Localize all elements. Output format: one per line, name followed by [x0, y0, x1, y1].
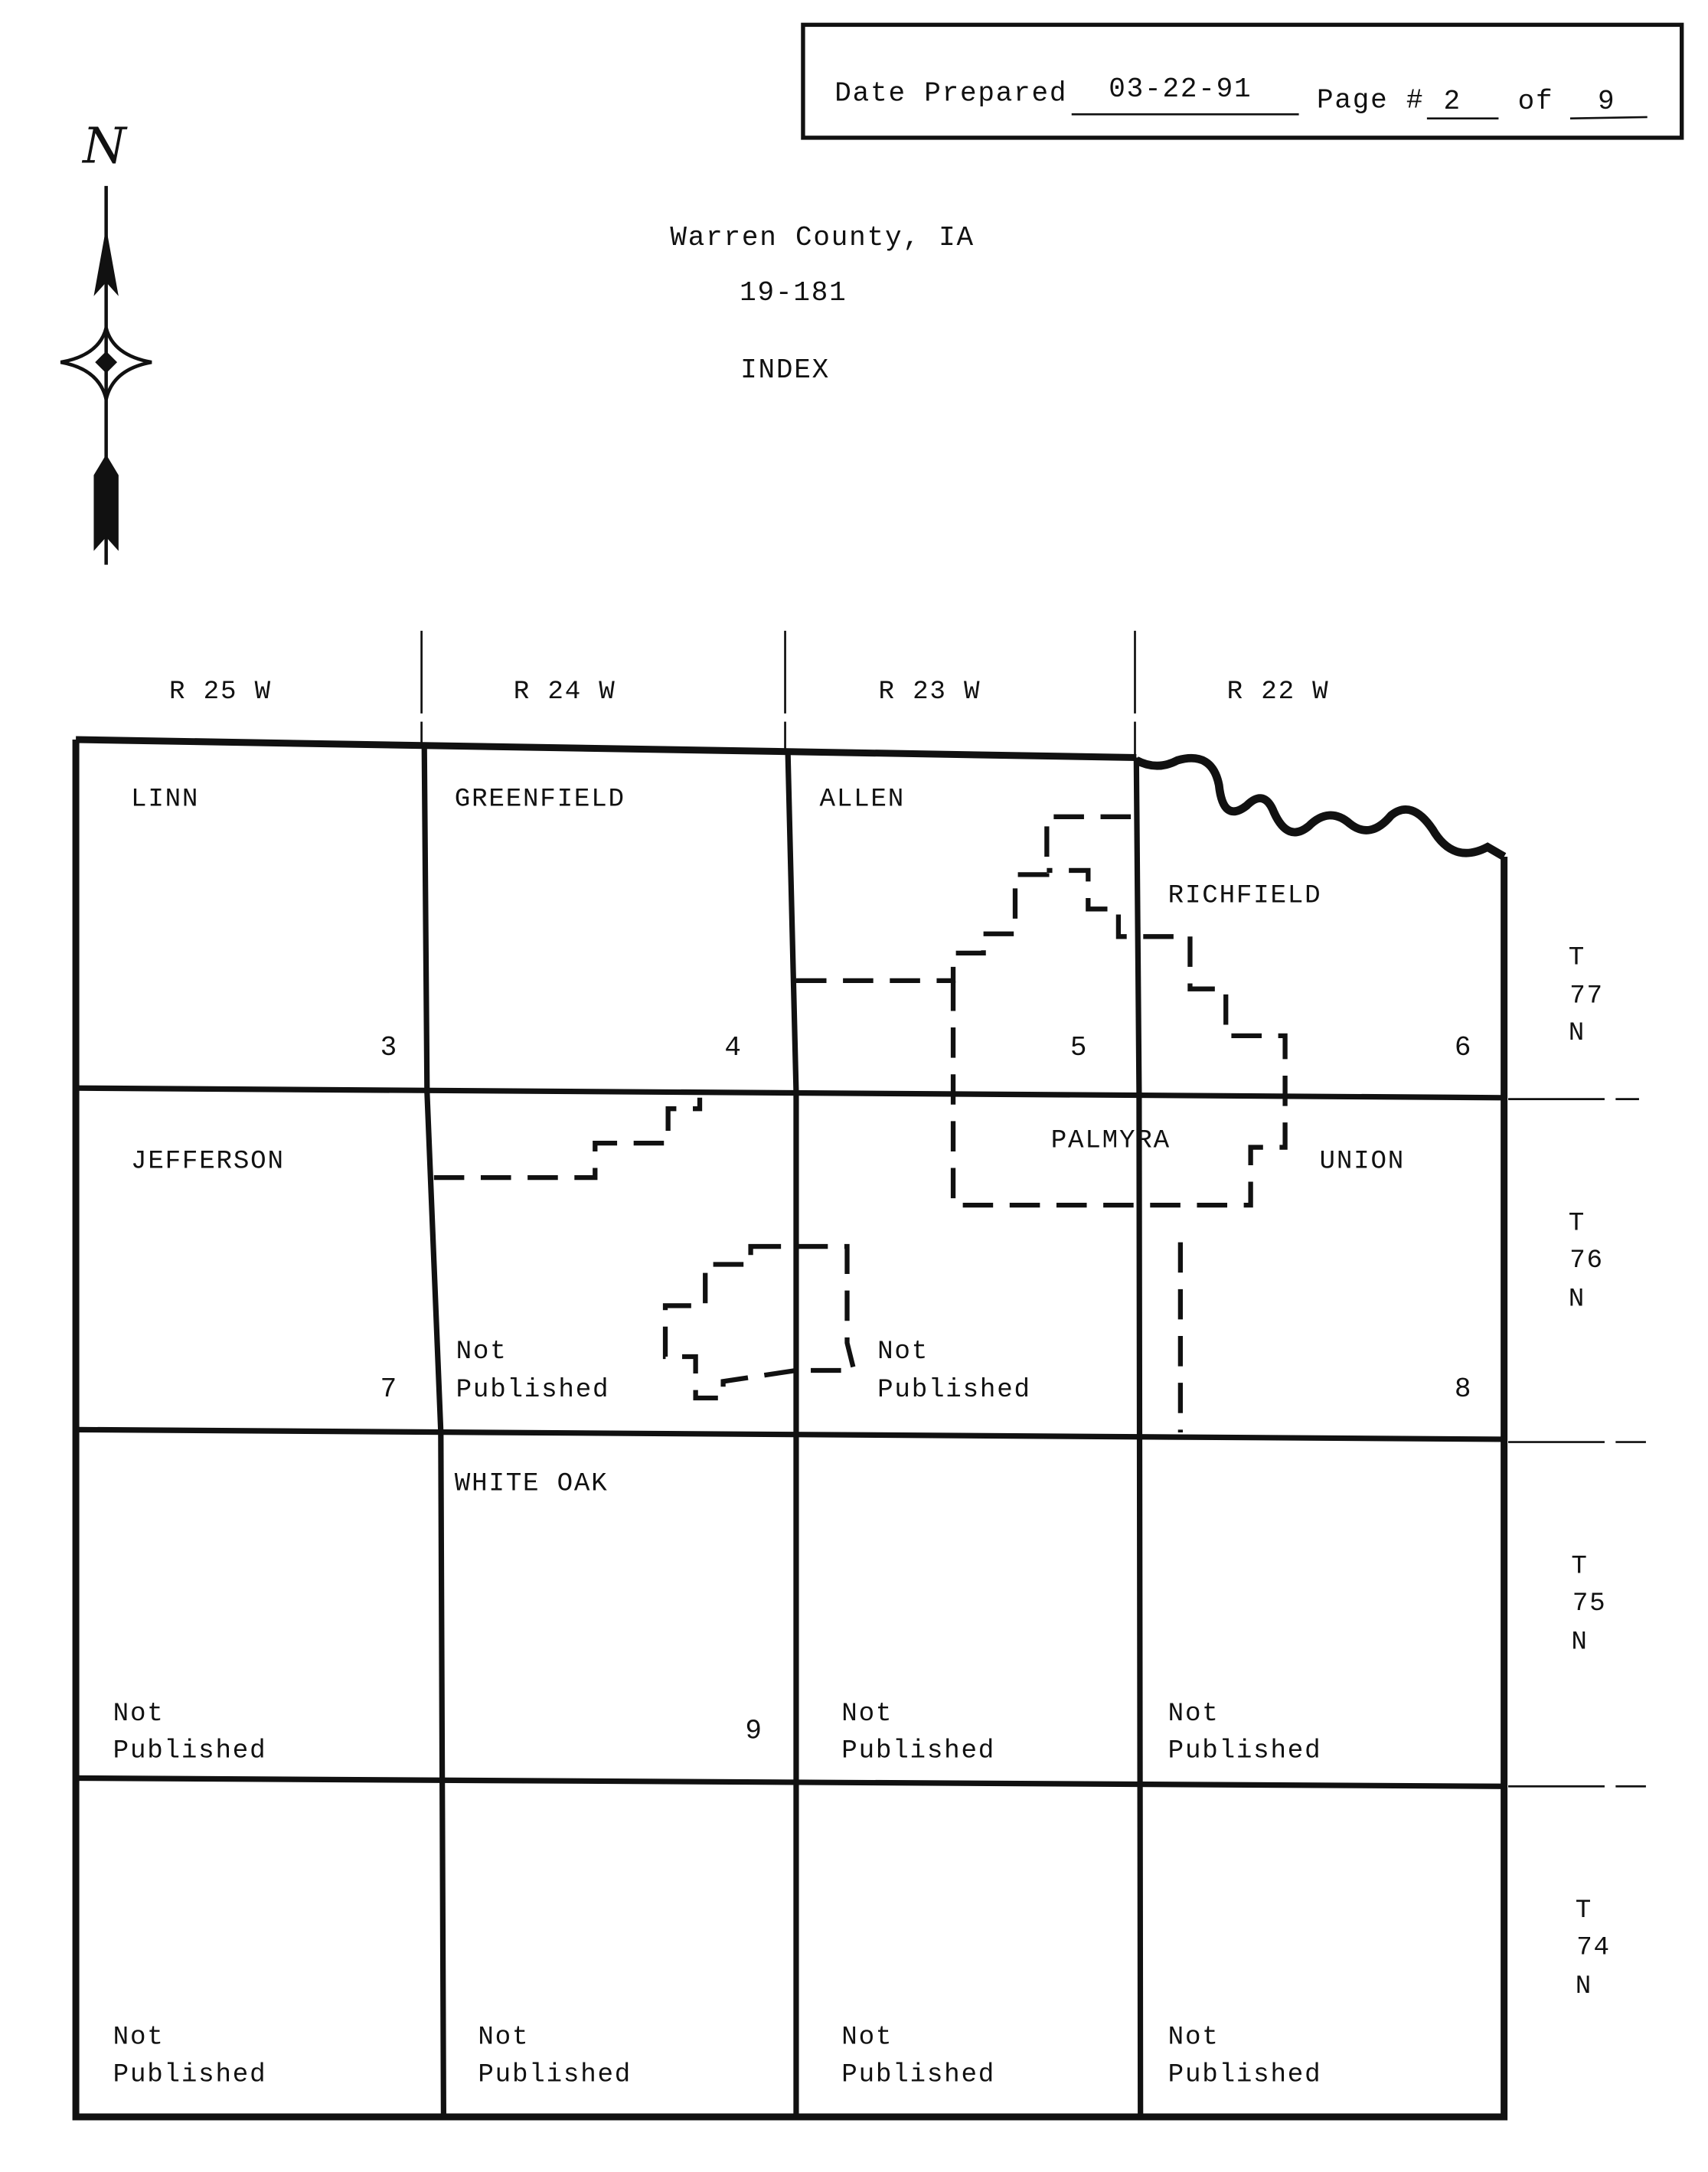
township-name-allen: ALLEN	[820, 785, 906, 814]
township-t: T	[1571, 1552, 1588, 1581]
svg-text:Published: Published	[456, 1376, 610, 1405]
township-line	[76, 1775, 1504, 1789]
township-line	[76, 1085, 1504, 1101]
north-arrow-icon: N	[60, 117, 152, 565]
svg-text:Published: Published	[877, 1376, 1031, 1405]
svg-text:Published: Published	[841, 1737, 995, 1766]
range-label: R 23 W	[879, 678, 981, 707]
svg-text:Not: Not	[113, 2023, 165, 2053]
page-total: 9	[1598, 86, 1615, 117]
township-name-union: UNION	[1320, 1148, 1406, 1177]
range-label: R 24 W	[514, 678, 616, 707]
svg-text:Published: Published	[1168, 1737, 1322, 1766]
township-name-white-oak: WHITE OAK	[455, 1470, 609, 1499]
city-boundary	[662, 1243, 857, 1401]
township-name-palmyra: PALMYRA	[1051, 1127, 1171, 1156]
page-link-4[interactable]: 4	[724, 1032, 741, 1063]
township-name-richfield: RICHFIELD	[1168, 881, 1322, 910]
index-title: INDEX	[740, 354, 830, 386]
township-label-t75n: T 75 N	[1571, 1552, 1607, 1657]
range-line	[421, 746, 447, 2118]
township-grid	[72, 736, 1508, 2121]
date-prepared-label: Date Prepared	[834, 77, 1067, 109]
svg-text:Not: Not	[478, 2023, 529, 2053]
svg-text:Published: Published	[113, 1737, 267, 1766]
svg-text:Published: Published	[478, 2060, 632, 2089]
page-link-9[interactable]: 9	[745, 1715, 762, 1746]
township-label-t77n: T 77 N	[1569, 943, 1604, 1048]
township-divider	[1508, 1098, 1646, 1788]
svg-text:Not: Not	[877, 1337, 929, 1367]
range-label: R 25 W	[169, 678, 272, 707]
page-link-3[interactable]: 3	[380, 1032, 397, 1063]
county-border	[72, 736, 1508, 2121]
svg-text:Published: Published	[1168, 2060, 1322, 2089]
total-underline	[1569, 116, 1648, 120]
township-t: T	[1576, 1896, 1592, 1925]
svg-text:Not: Not	[1168, 1700, 1220, 1729]
date-prepared-value: 03-22-91	[1109, 73, 1252, 105]
page-link-7[interactable]: 7	[380, 1373, 397, 1405]
svg-text:Not: Not	[113, 1700, 165, 1729]
city-boundaries	[433, 814, 1288, 1432]
township-name-greenfield: GREENFIELD	[455, 785, 625, 814]
page-link-5[interactable]: 5	[1070, 1032, 1087, 1063]
range-label: R 22 W	[1227, 678, 1330, 707]
svg-text:Published: Published	[113, 2060, 267, 2089]
township-n: N	[1576, 1972, 1592, 2001]
page-link-6[interactable]: 6	[1455, 1032, 1471, 1063]
township-t: T	[1569, 1209, 1586, 1238]
township-labels: T 77 N T 76 N T 75 N T 74 N	[1508, 943, 1646, 2001]
township-number: 77	[1569, 982, 1604, 1011]
township-number: 75	[1572, 1589, 1607, 1618]
svg-text:Not: Not	[456, 1337, 508, 1367]
township-line	[76, 1426, 1504, 1442]
page-number: 2	[1443, 86, 1461, 117]
svg-text:Published: Published	[841, 2060, 995, 2089]
svg-text:Not: Not	[841, 1700, 893, 1729]
range-line	[1133, 757, 1144, 2118]
river-boundary	[1134, 753, 1507, 861]
township-n: N	[1569, 1285, 1586, 1314]
county-title: Warren County, IA	[670, 222, 975, 253]
header-box: Date Prepared 03-22-91 Page # 2 of 9	[801, 22, 1684, 140]
city-boundary	[795, 814, 1132, 984]
township-label-t74n: T 74 N	[1576, 1896, 1611, 2001]
city-boundary	[433, 1097, 703, 1181]
range-divider	[420, 630, 1136, 755]
page-link-8[interactable]: 8	[1455, 1373, 1471, 1405]
township-name-jefferson: JEFFERSON	[131, 1148, 285, 1177]
township-number: 76	[1569, 1246, 1604, 1275]
svg-text:Not: Not	[1168, 2023, 1220, 2053]
township-number: 74	[1576, 1934, 1611, 1963]
township-n: N	[1571, 1628, 1588, 1657]
page-label: Page #	[1317, 84, 1424, 116]
township-n: N	[1569, 1019, 1586, 1048]
city-boundary	[950, 867, 1288, 1208]
township-label-t76n: T 76 N	[1569, 1209, 1604, 1314]
county-code: 19-181	[740, 277, 847, 309]
svg-text:Not: Not	[841, 2023, 893, 2053]
range-labels: R 25 W R 24 W R 23 W R 22 W	[169, 630, 1330, 755]
township-t: T	[1569, 943, 1586, 972]
of-label: of	[1518, 86, 1554, 117]
north-label: N	[81, 117, 128, 175]
header-border	[801, 22, 1684, 140]
township-name-linn: LINN	[131, 785, 199, 814]
